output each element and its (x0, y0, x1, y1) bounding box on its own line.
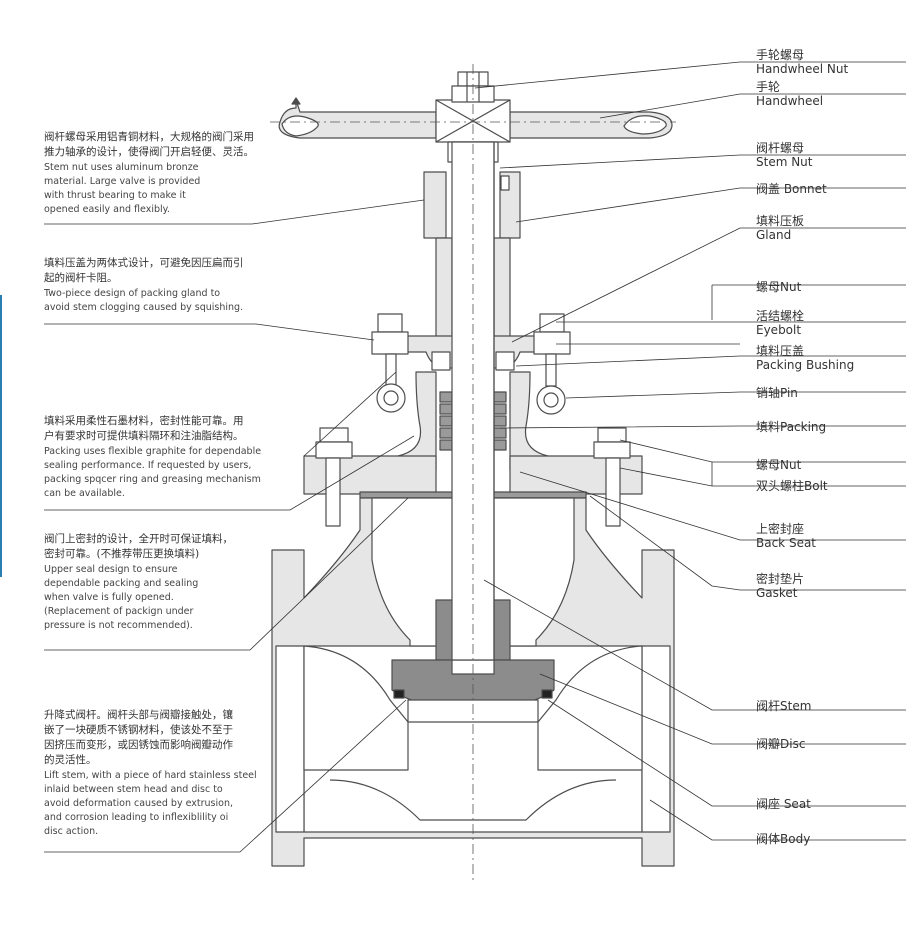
note-packing-en-3: packing spqcer ring and greasing mechani… (44, 474, 261, 485)
note-upper-seal-cn-1: 阀门上密封的设计，全开时可保证填料， (44, 533, 233, 545)
note-upper-seal-cn-2: 密封可靠。(不推荐带压更换填料) (44, 548, 200, 560)
label-packing-bushing-en: Packing Bushing (756, 358, 855, 372)
label-packing: 填料Packing (756, 420, 906, 434)
label-back-seat-cn: 上密封座 (756, 522, 805, 536)
handwheel-drawing (278, 97, 673, 143)
label-bonnet: 阀盖 Bonnet (756, 182, 906, 196)
stud-left-drawing (315, 427, 353, 527)
label-bolt: 双头螺柱Bolt (756, 479, 906, 493)
note-packing-cn-2: 户有要求时可提供填料隔环和注油脂结构。 (44, 430, 244, 442)
label-disc-text: 阀瓣Disc (756, 737, 806, 751)
label-nut-lower-text: 螺母Nut (756, 458, 802, 472)
note-lift-stem-en-4: and corrosion leading to inflexiblility … (44, 812, 229, 823)
label-nut-upper: 螺母Nut (756, 280, 906, 294)
label-gland-en: Gland (756, 228, 792, 242)
label-bonnet-text: 阀盖 Bonnet (756, 182, 827, 196)
bonnet-flange-drawing (303, 455, 437, 495)
note-packing: 填料采用柔性石墨材料，密封性能可靠。用 户有要求时可提供填料隔环和注油脂结构。 … (44, 414, 284, 500)
label-eyebolt-cn: 活结螺栓 (756, 309, 805, 323)
bonnet-body-drawing (397, 371, 437, 471)
label-body: 阀体Body (756, 832, 906, 846)
label-seat-text: 阀座 Seat (756, 797, 811, 811)
label-handwheel-en: Handwheel (756, 94, 824, 108)
note-packing-gland-en-2: avoid stem clogging caused by squishing. (44, 302, 244, 313)
eyebolt-left-drawing (371, 313, 409, 413)
note-stem-nut-en-4: opened easily and flexibly. (44, 204, 170, 215)
label-handwheel: 手轮 Handwheel (756, 80, 906, 108)
note-packing-en-2: sealing performance. If requested by use… (44, 460, 252, 471)
note-upper-seal-en-4: (Replacement of packign under (44, 606, 194, 617)
label-stem-nut-en: Stem Nut (756, 155, 813, 169)
label-gasket: 密封垫片 Gasket (756, 572, 906, 600)
label-stem-nut-cn: 阀杆螺母 (756, 141, 805, 155)
left-edge-marker (0, 295, 2, 577)
label-gasket-en: Gasket (756, 586, 798, 600)
label-nut-lower: 螺母Nut (756, 458, 906, 472)
eyebolt-right-drawing (533, 313, 571, 415)
note-lift-stem-en-3: avoid deformation caused by extrusion, (44, 798, 233, 809)
note-upper-seal-en-3: when valve is fully opened. (44, 592, 174, 603)
label-handwheel-nut: 手轮螺母 Handwheel Nut (756, 48, 906, 76)
label-back-seat: 上密封座 Back Seat (756, 522, 906, 550)
label-pin-text: 销轴Pin (756, 386, 798, 400)
label-handwheel-nut-cn: 手轮螺母 (756, 48, 805, 62)
note-packing-gland-en-1: Two-piece design of packing gland to (44, 288, 221, 299)
label-packing-bushing: 填料压盖 Packing Bushing (756, 344, 906, 372)
note-packing-gland: 填料压盖为两体式设计，可避免因压扁而引 起的阀杆卡阻。 Two-piece de… (44, 256, 284, 314)
label-packing-text: 填料Packing (756, 420, 827, 434)
note-packing-gland-cn-1: 填料压盖为两体式设计，可避免因压扁而引 (44, 257, 244, 269)
note-packing-en-1: Packing uses flexible graphite for depen… (44, 446, 262, 457)
label-gland: 填料压板 Gland (756, 214, 906, 242)
note-packing-gland-cn-2: 起的阀杆卡阻。 (44, 272, 118, 284)
label-pin: 销轴Pin (756, 386, 906, 400)
note-stem-nut-en-3: with thrust bearing to make it (44, 190, 186, 201)
note-packing-cn-1: 填料采用柔性石墨材料，密封性能可靠。用 (44, 415, 244, 427)
label-handwheel-cn: 手轮 (756, 80, 781, 94)
note-lift-stem-en-1: Lift stem, with a piece of hard stainles… (44, 770, 257, 781)
note-lift-stem-cn-2: 嵌了一块硬质不锈钢材料，使该处不至于 (44, 724, 233, 736)
note-upper-seal-en-5: pressure is not recommended). (44, 620, 193, 631)
note-lift-stem-cn-3: 因挤压而变形，或因锈蚀而影响阀瓣动作 (44, 739, 233, 751)
note-stem-nut-en-1: Stem nut uses aluminum bronze (44, 162, 199, 173)
label-body-text: 阀体Body (756, 832, 811, 846)
label-disc: 阀瓣Disc (756, 737, 906, 751)
label-gland-cn: 填料压板 (756, 214, 805, 228)
note-lift-stem-en-2: inlaid between stem head and disc to (44, 784, 223, 795)
note-upper-seal-en-2: dependable packing and sealing (44, 578, 199, 589)
label-back-seat-en: Back Seat (756, 536, 817, 550)
label-bolt-text: 双头螺柱Bolt (756, 479, 828, 493)
label-packing-bushing-cn: 填料压盖 (756, 344, 805, 358)
label-stem-nut: 阀杆螺母 Stem Nut (756, 141, 906, 169)
note-stem-nut-cn-2: 推力轴承的设计，使得阀门开启轻便、灵活。 (44, 146, 254, 158)
note-stem-nut: 阀杆螺母采用铝青铜材料，大规格的阀门采用 推力轴承的设计，使得阀门开启轻便、灵活… (44, 130, 284, 216)
label-stem: 阀杆Stem (756, 699, 906, 713)
label-nut-upper-text: 螺母Nut (756, 280, 802, 294)
label-handwheel-nut-en: Handwheel Nut (756, 62, 849, 76)
note-lift-stem-cn-4: 的灵活性。 (44, 754, 97, 766)
note-lift-stem-cn-1: 升降式阀杆。阀杆头部与阀瓣接触处，镶 (44, 709, 233, 721)
note-packing-en-4: can be available. (44, 488, 125, 499)
note-upper-seal-en-1: Upper seal design to ensure (44, 564, 178, 575)
note-lift-stem-en-5: disc action. (44, 826, 99, 837)
note-stem-nut-cn-1: 阀杆螺母采用铝青铜材料，大规格的阀门采用 (44, 131, 254, 143)
note-upper-seal: 阀门上密封的设计，全开时可保证填料， 密封可靠。(不推荐带压更换填料) Uppe… (44, 532, 284, 632)
note-stem-nut-en-2: material. Large valve is provided (44, 176, 201, 187)
label-eyebolt-en: Eyebolt (756, 323, 802, 337)
note-lift-stem: 升降式阀杆。阀杆头部与阀瓣接触处，镶 嵌了一块硬质不锈钢材料，使该处不至于 因挤… (44, 708, 280, 838)
label-stem-text: 阀杆Stem (756, 699, 812, 713)
stud-right-drawing (593, 427, 631, 527)
label-gasket-cn: 密封垫片 (756, 572, 805, 586)
label-eyebolt: 活结螺栓 Eyebolt (756, 309, 906, 337)
label-seat: 阀座 Seat (756, 797, 906, 811)
